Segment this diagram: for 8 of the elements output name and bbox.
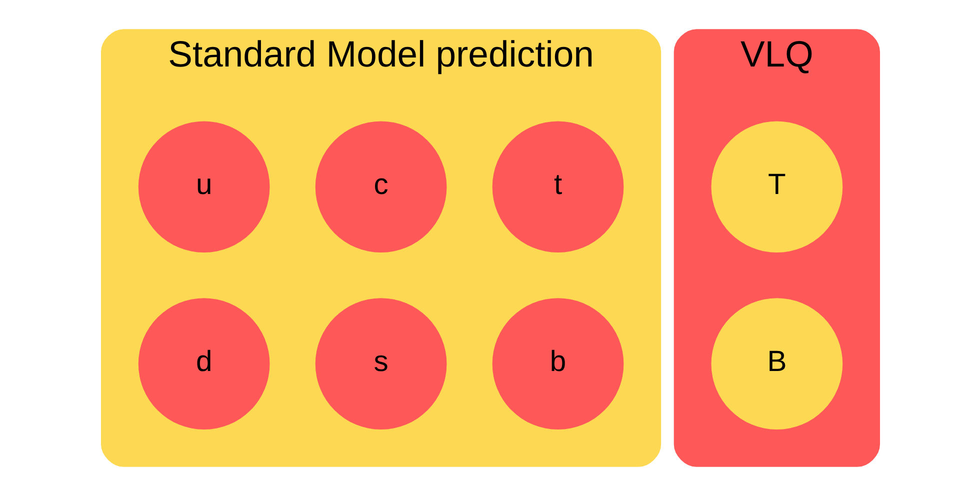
node-circle: d [138, 298, 270, 430]
node-circle: s [314, 298, 446, 430]
node-circle: T [710, 121, 842, 253]
node-circle: t [492, 121, 624, 253]
node-circle: b [492, 298, 624, 430]
node-circle: B [710, 298, 842, 430]
node-circle: c [314, 121, 446, 253]
node-circle: u [138, 121, 270, 253]
